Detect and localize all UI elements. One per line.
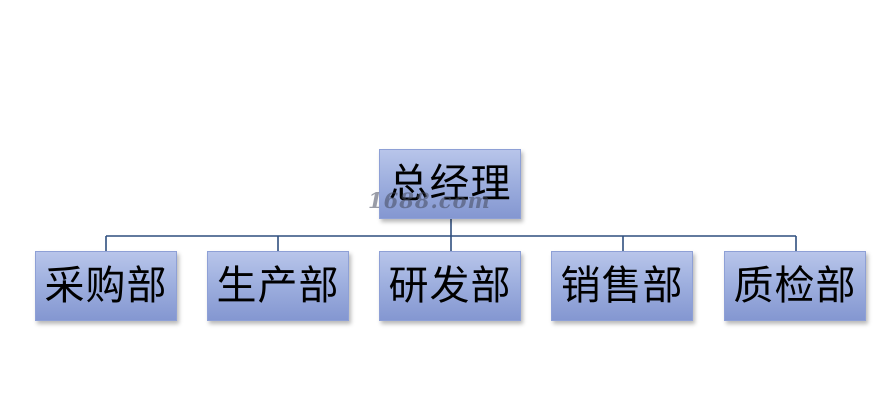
node-production-dept: 生产部	[207, 251, 349, 321]
node-label: 采购部	[44, 263, 168, 309]
node-label: 总经理	[388, 161, 512, 207]
node-sales-dept: 销售部	[551, 251, 693, 321]
node-quality-dept: 质检部	[724, 251, 866, 321]
node-rnd-dept: 研发部	[379, 251, 521, 321]
node-label: 研发部	[388, 263, 512, 309]
node-general-manager: 总经理	[379, 149, 521, 219]
node-label: 质检部	[733, 263, 857, 309]
node-label: 生产部	[216, 263, 340, 309]
node-purchasing-dept: 采购部	[35, 251, 177, 321]
node-label: 销售部	[560, 263, 684, 309]
